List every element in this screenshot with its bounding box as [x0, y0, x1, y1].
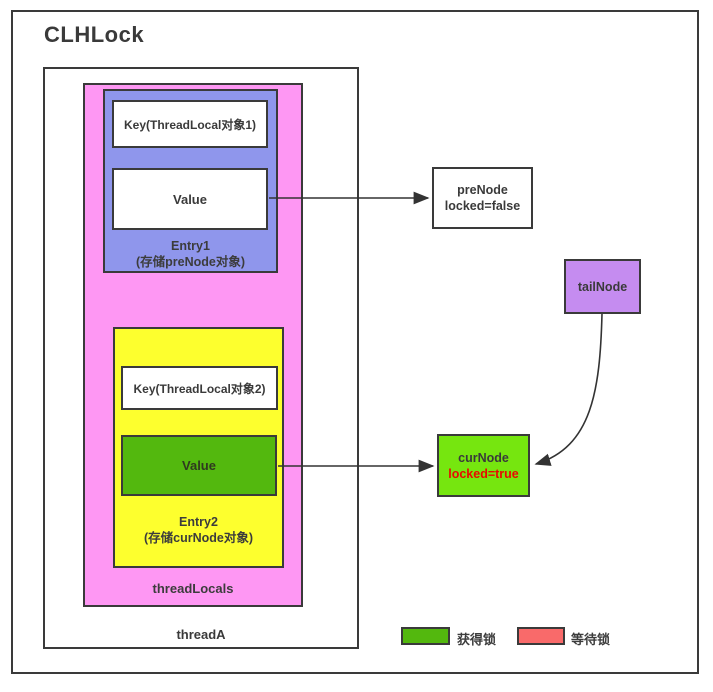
entry1-caption-subtitle: (存储preNode对象): [135, 254, 246, 269]
entry1-value-label: Value: [173, 191, 207, 207]
diagram-title: CLHLock: [44, 22, 145, 47]
entry2-caption-subtitle: (存储curNode对象): [143, 531, 254, 545]
entry2-value-box: Value: [121, 435, 277, 496]
entry1-value-box: Value: [112, 168, 268, 230]
pre-node-state: locked=false: [444, 199, 521, 213]
pre-node-box: preNode locked=false: [432, 167, 533, 229]
pre-node-name: preNode: [457, 183, 508, 197]
entry1-caption: Entry1 (存储preNode对象): [103, 239, 278, 270]
entry1-key-label: Key(ThreadLocal对象1): [123, 117, 257, 132]
legend-waiting-label: 等待锁: [571, 632, 611, 647]
entry2-key-label: Key(ThreadLocal对象2): [133, 381, 266, 396]
tail-node-label: tailNode: [577, 279, 628, 294]
entry2-caption: Entry2 (存储curNode对象): [113, 514, 284, 546]
cur-node-state: locked=true: [448, 466, 519, 481]
entry1-key-box: Key(ThreadLocal对象1): [112, 100, 268, 148]
entry2-caption-title: Entry2: [179, 515, 218, 529]
thread-locals-label: threadLocals: [152, 581, 234, 596]
cur-node-box: curNode locked=true: [437, 434, 530, 497]
legend-acquired-swatch: [401, 627, 450, 645]
legend-acquired-label: 获得锁: [457, 632, 497, 647]
tail-node-box: tailNode: [564, 259, 641, 314]
entry1-caption-title: Entry1: [171, 239, 210, 253]
thread-a-label: threadA: [176, 627, 226, 642]
entry2-key-box: Key(ThreadLocal对象2): [121, 366, 278, 410]
entry2-value-label: Value: [182, 458, 216, 473]
legend-waiting-swatch: [517, 627, 565, 645]
cur-node-name: curNode: [458, 450, 509, 465]
